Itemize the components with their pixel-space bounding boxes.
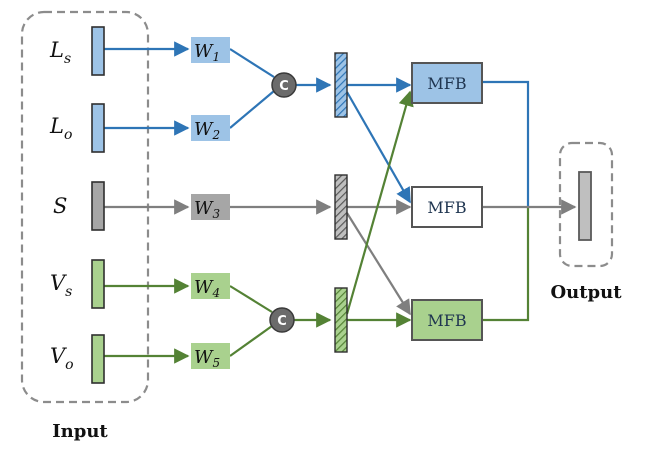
input-group-label: Input (52, 421, 108, 442)
edge-bar2-mfb3 (346, 212, 411, 316)
concat-circle (271, 72, 297, 98)
svg-text:Lo: Lo (49, 114, 72, 143)
edge-w4-concat2 (229, 285, 273, 313)
input-bar (91, 259, 105, 309)
input-subscript: s (65, 284, 72, 300)
mfb-label: MFB (427, 198, 466, 217)
connections (104, 41, 577, 364)
mfb-label: MFB (427, 311, 466, 330)
fused-bar-gray (334, 174, 348, 240)
input-symbol: V (50, 344, 67, 368)
svg-text:Vo: Vo (50, 344, 74, 373)
mfb-block-middle: MFB (411, 186, 483, 228)
weight-subscript: 5 (213, 356, 221, 370)
edge-w1-concat1 (229, 48, 275, 78)
input-node-ls: Ls (49, 26, 105, 76)
input-bar (91, 26, 105, 76)
weight-w1: W1 (191, 37, 230, 64)
svg-text:W3: W3 (194, 198, 221, 221)
mfb-box (411, 186, 483, 228)
input-symbol: V (50, 271, 67, 295)
weight-symbol: W (194, 119, 214, 140)
concat-circle (269, 307, 295, 333)
edge-bar1-mfb2 (346, 91, 411, 204)
output-bar (578, 171, 592, 241)
weight-symbol: W (194, 198, 214, 219)
mfb-block-top: MFB (411, 62, 483, 104)
mfb-label: MFB (427, 74, 466, 93)
concat-node-top: C (271, 72, 297, 98)
input-bar (91, 103, 105, 153)
weight-symbol: W (194, 347, 214, 368)
input-symbol: S (53, 194, 67, 218)
output-group-label: Output (550, 282, 622, 303)
input-node-lo: Lo (49, 103, 105, 153)
svg-text:Vs: Vs (50, 271, 72, 300)
input-bar (91, 334, 105, 384)
edge-bar3-mfb1 (345, 90, 414, 315)
weight-subscript: 3 (213, 207, 221, 221)
edge-mfb1-output (482, 80, 530, 207)
weight-symbol: W (194, 277, 214, 298)
concat-node-bottom: C (269, 307, 295, 333)
input-subscript: o (64, 127, 72, 143)
weight-box (191, 37, 230, 63)
input-bar (91, 181, 105, 231)
weight-box (191, 115, 230, 141)
weight-w3: W3 (191, 194, 230, 221)
concat-symbol: C (277, 314, 287, 329)
input-symbol: L (49, 114, 64, 138)
svg-text:W1: W1 (194, 41, 220, 64)
weight-w2: W2 (191, 115, 230, 142)
input-node-s: S (53, 181, 105, 231)
input-symbol: L (49, 38, 64, 62)
weight-box (191, 194, 230, 220)
weight-w5: W5 (191, 343, 230, 370)
edge-mfb3-output (482, 207, 530, 322)
svg-text:S: S (53, 194, 67, 218)
input-node-vo: Vo (50, 334, 105, 384)
input-subscript: s (64, 51, 71, 67)
weight-subscript: 1 (213, 50, 221, 64)
concat-symbol: C (279, 79, 289, 94)
svg-text:W2: W2 (194, 119, 220, 142)
weight-w4: W4 (191, 273, 230, 300)
weight-symbol: W (194, 41, 214, 62)
svg-text:W5: W5 (194, 347, 220, 370)
mfb-box (411, 62, 483, 104)
input-subscript: o (65, 357, 73, 373)
input-node-vs: Vs (50, 259, 105, 309)
edge-w2-concat1 (229, 90, 275, 129)
mfb-block-bottom: MFB (411, 299, 483, 341)
output-group-box (558, 141, 614, 268)
fused-bar-green (334, 287, 348, 353)
weight-box (191, 273, 230, 299)
weight-subscript: 2 (212, 128, 221, 142)
svg-text:Ls: Ls (49, 38, 71, 67)
edge-w5-concat2 (229, 325, 273, 357)
weight-box (191, 343, 230, 369)
mfb-box (411, 299, 483, 341)
fused-bar-blue (334, 52, 348, 118)
weight-subscript: 4 (212, 286, 221, 300)
svg-text:W4: W4 (194, 277, 220, 300)
